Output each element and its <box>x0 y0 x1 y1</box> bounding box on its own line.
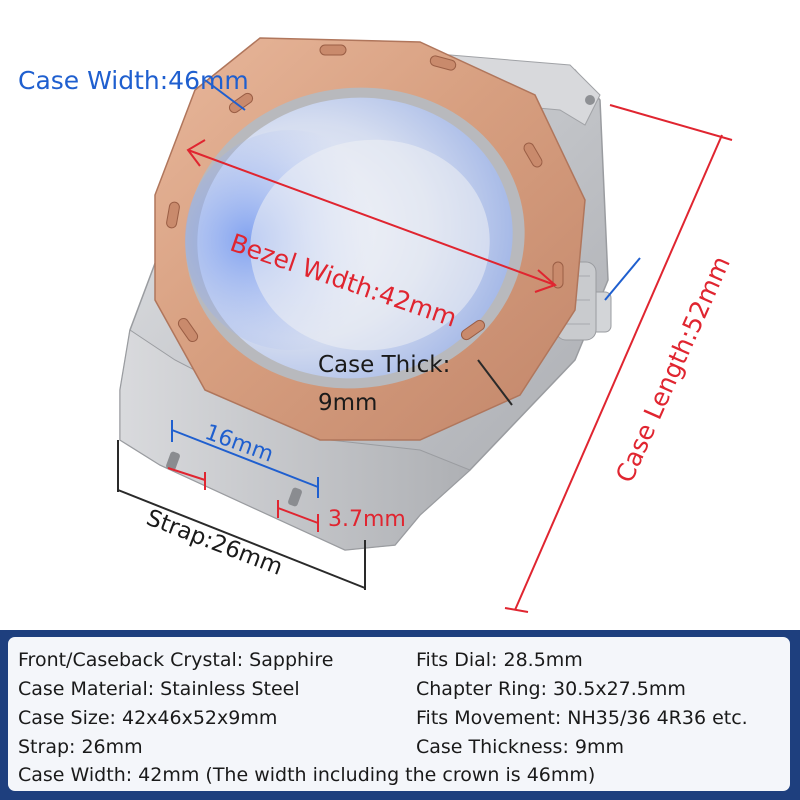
strap-width-marker <box>117 440 366 590</box>
spec-chapter-ring: Chapter Ring: 30.5x27.5mm <box>416 678 686 700</box>
lug-inner-marker <box>171 420 319 498</box>
spec-list: Front/Caseback Crystal: Sapphire Case Ma… <box>8 637 790 791</box>
case-width-label: Case Width:46mm <box>18 66 249 95</box>
case-thick-value: 9mm <box>318 390 378 416</box>
product-photo: Case Width:46mm Bezel Width:42mm Case Th… <box>18 37 736 613</box>
spec-strap: Strap: 26mm <box>18 736 143 758</box>
spec-dial: Fits Dial: 28.5mm <box>416 649 583 671</box>
case-thick-label: Case Thick: <box>318 352 451 378</box>
bezel-width-blue-marker <box>604 257 641 301</box>
spec-movement: Fits Movement: NH35/36 4R36 etc. <box>416 707 748 729</box>
spec-thickness: Case Thickness: 9mm <box>416 736 624 758</box>
lug-hole-markers <box>167 467 319 532</box>
spec-crystal: Front/Caseback Crystal: Sapphire <box>18 649 334 671</box>
lug-hole-label: 3.7mm <box>328 507 406 532</box>
case-width-line <box>204 79 246 111</box>
case-length-arrow <box>504 104 733 613</box>
spec-case-width: Case Width: 42mm (The width including th… <box>18 764 596 786</box>
case-thick-marker <box>477 359 513 406</box>
bezel-width-arrow <box>186 139 557 293</box>
bezel <box>154 37 586 441</box>
watch-case-illustration <box>117 37 733 613</box>
spec-panel: Front/Caseback Crystal: Sapphire Case Ma… <box>0 630 800 800</box>
spec-material: Case Material: Stainless Steel <box>18 678 300 700</box>
spec-size: Case Size: 42x46x52x9mm <box>18 707 278 729</box>
